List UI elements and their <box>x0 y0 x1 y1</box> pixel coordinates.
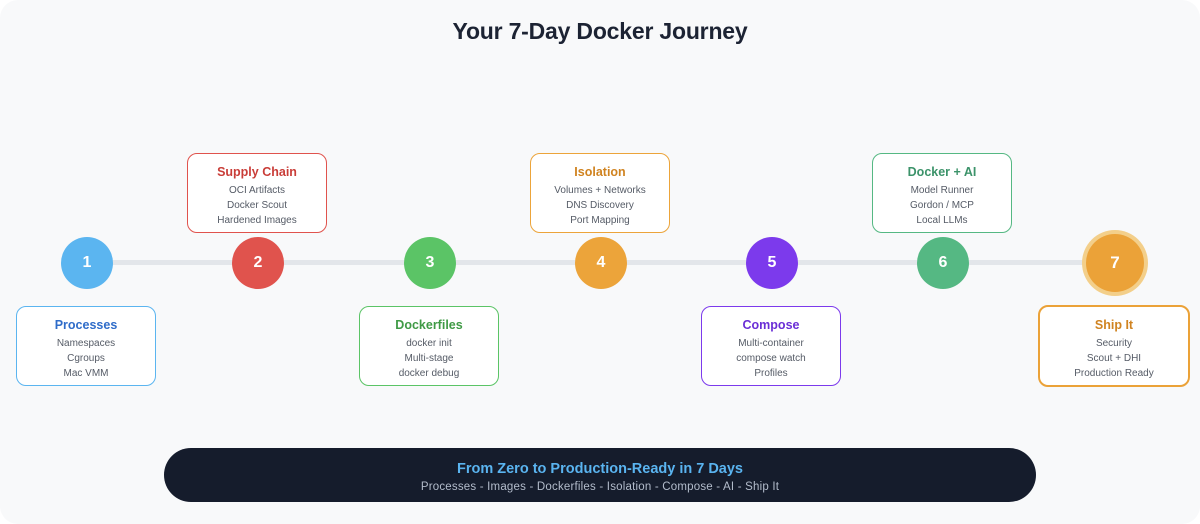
banner-title: From Zero to Production-Ready in 7 Days <box>456 461 743 477</box>
step-card-item: Hardened Images <box>217 215 297 226</box>
step-node-6: 6 <box>917 237 969 289</box>
step-card-title: Docker + AI <box>907 165 977 179</box>
step-node-2: 2 <box>232 237 284 289</box>
step-node-3: 3 <box>404 237 456 289</box>
diagram-title: Your 7-Day Docker Journey <box>452 18 748 44</box>
step-card-item: Volumes + Networks <box>554 185 646 196</box>
step-card-item: Multi-container <box>738 338 804 349</box>
summary-banner: From Zero to Production-Ready in 7 Days … <box>164 448 1036 502</box>
step-card-item: Namespaces <box>56 338 116 349</box>
step-card-title: Isolation <box>574 165 626 179</box>
step-card-item: Production Ready <box>1074 368 1154 379</box>
step-card-item: Mac VMM <box>63 368 109 379</box>
step-card-item: Cgroups <box>67 353 105 364</box>
step-card-item: Gordon / MCP <box>910 200 974 211</box>
step-card-item: Model Runner <box>910 185 974 196</box>
step-node-4: 4 <box>575 237 627 289</box>
step-card-item: compose watch <box>736 353 806 364</box>
step-card-item: Local LLMs <box>916 215 968 226</box>
step-node-7: 7 <box>1086 234 1144 292</box>
step-card-item: Port Mapping <box>570 215 630 226</box>
step-card-item: DNS Discovery <box>566 200 634 211</box>
step-card-item: Scout + DHI <box>1086 353 1142 364</box>
banner-subtitle: Processes - Images - Dockerfiles - Isola… <box>420 481 780 493</box>
step-card-item: docker init <box>406 338 452 349</box>
step-card-item: OCI Artifacts <box>228 185 286 196</box>
step-card-title: Ship It <box>1094 318 1134 332</box>
step-card-title: Dockerfiles <box>395 318 463 332</box>
step-card-item: Security <box>1095 338 1133 349</box>
step-card-title: Processes <box>54 318 118 332</box>
step-card-title: Supply Chain <box>217 165 297 179</box>
step-card-item: docker debug <box>398 368 460 379</box>
step-card-item: Multi-stage <box>404 353 454 364</box>
step-node-1: 1 <box>61 237 113 289</box>
step-card-item: Profiles <box>754 368 788 379</box>
step-card-title: Compose <box>742 318 800 332</box>
step-card-item: Docker Scout <box>226 200 288 211</box>
step-node-5: 5 <box>746 237 798 289</box>
